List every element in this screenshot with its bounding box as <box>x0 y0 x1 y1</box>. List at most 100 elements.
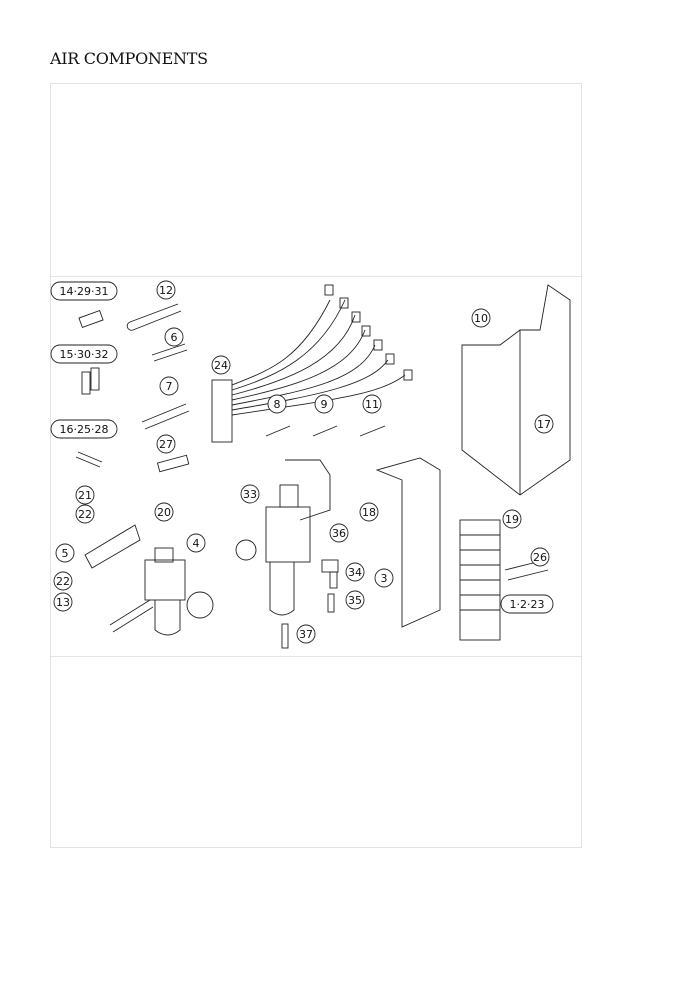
callout-15-30-32: 15·30·32 <box>50 344 118 364</box>
page-title: AIR COMPONENTS <box>50 49 208 68</box>
divider-bottom <box>51 656 581 657</box>
callout-outline <box>500 594 554 614</box>
callout-outline <box>471 308 491 328</box>
callout-10: 10 <box>471 308 491 328</box>
callout-label: 17 <box>537 418 551 431</box>
callout-outline <box>374 568 394 588</box>
callouts: 14·29·31 15·30·32 16·25·28 12 6 7 27 24 8 9 11 10 17… <box>50 280 554 644</box>
callout-label: 12 <box>159 284 173 297</box>
callout-label: 19 <box>505 513 519 526</box>
callout-19: 19 <box>502 509 522 529</box>
callout-outline <box>296 624 316 644</box>
part-tube-7 <box>141 403 190 430</box>
callout-outline <box>159 376 179 396</box>
callout-label: 13 <box>56 596 70 609</box>
part-fitting-34 <box>321 559 339 589</box>
part-regulator-4 <box>84 524 214 636</box>
part-pipe-35 <box>327 593 335 613</box>
part-bracket-3 <box>375 457 441 628</box>
callout-label: 16·25·28 <box>60 423 109 436</box>
callout-label: 18 <box>362 506 376 519</box>
part-harness-24 <box>211 284 413 443</box>
callout-26: 26 <box>530 547 550 567</box>
callout-outline <box>156 280 176 300</box>
callout-outline <box>75 485 95 505</box>
callout-1-2-23: 1·2·23 <box>500 594 554 614</box>
callout-5: 5 <box>55 543 75 563</box>
callout-outline <box>55 543 75 563</box>
callout-outline <box>154 502 174 522</box>
callout-label: 35 <box>348 594 362 607</box>
callout-outline <box>502 509 522 529</box>
callout-label: 4 <box>193 537 200 550</box>
callout-outline <box>53 592 73 612</box>
callout-label: 22 <box>56 575 70 588</box>
part-bracket-10 <box>461 284 571 496</box>
callout-outline <box>329 523 349 543</box>
callout-label: 15·30·32 <box>60 348 109 361</box>
callout-label: 22 <box>78 508 92 521</box>
callout-label: 27 <box>159 438 173 451</box>
callout-outline <box>50 344 118 364</box>
callout-label: 14·29·31 <box>60 285 109 298</box>
part-pipe-37 <box>281 623 289 649</box>
part-fitting-15 <box>81 367 100 395</box>
callout-24: 24 <box>211 355 231 375</box>
callout-outline <box>156 434 176 454</box>
callout-11: 11 <box>362 394 382 414</box>
callout-outline <box>50 281 118 301</box>
part-manifold-1 <box>459 519 549 641</box>
callout-35: 35 <box>345 590 365 610</box>
callout-outline <box>267 394 287 414</box>
callout-3: 3 <box>374 568 394 588</box>
callout-outline <box>345 562 365 582</box>
callout-34: 34 <box>345 562 365 582</box>
callout-label: 26 <box>533 551 547 564</box>
part-tee-27 <box>156 454 190 473</box>
callout-9: 9 <box>314 394 334 414</box>
callout-36: 36 <box>329 523 349 543</box>
callout-22: 22 <box>53 571 73 591</box>
callout-outline <box>362 394 382 414</box>
callout-outline <box>75 504 95 524</box>
callout-6: 6 <box>164 327 184 347</box>
callout-14-29-31: 14·29·31 <box>50 281 118 301</box>
part-plug-16 <box>75 451 103 468</box>
callout-outline <box>186 533 206 553</box>
callout-16-25-28: 16·25·28 <box>50 419 118 439</box>
callout-outline <box>164 327 184 347</box>
callout-4: 4 <box>186 533 206 553</box>
callout-13: 13 <box>53 592 73 612</box>
callout-7: 7 <box>159 376 179 396</box>
callout-label: 37 <box>299 628 313 641</box>
callout-outline <box>211 355 231 375</box>
callout-17: 17 <box>534 414 554 434</box>
callout-label: 3 <box>381 572 388 585</box>
callout-21: 21 <box>75 485 95 505</box>
callout-label: 8 <box>274 398 281 411</box>
callout-18: 18 <box>359 502 379 522</box>
callout-label: 36 <box>332 527 346 540</box>
callout-label: 5 <box>62 547 69 560</box>
callout-12: 12 <box>156 280 176 300</box>
callout-label: 7 <box>166 380 173 393</box>
callout-27: 27 <box>156 434 176 454</box>
callout-label: 9 <box>321 398 328 411</box>
part-tube-12 <box>126 303 182 331</box>
callout-label: 21 <box>78 489 92 502</box>
callout-outline <box>53 571 73 591</box>
callout-label: 11 <box>365 398 379 411</box>
part-filter-regulator-33 <box>235 459 331 616</box>
callout-outline <box>50 419 118 439</box>
callout-label: 34 <box>348 566 362 579</box>
callout-22: 22 <box>75 504 95 524</box>
callout-20: 20 <box>154 502 174 522</box>
callout-8: 8 <box>267 394 287 414</box>
callout-outline <box>314 394 334 414</box>
callout-37: 37 <box>296 624 316 644</box>
callout-label: 33 <box>243 488 257 501</box>
diagram-frame <box>50 83 582 848</box>
callout-outline <box>345 590 365 610</box>
divider-top <box>51 276 581 277</box>
